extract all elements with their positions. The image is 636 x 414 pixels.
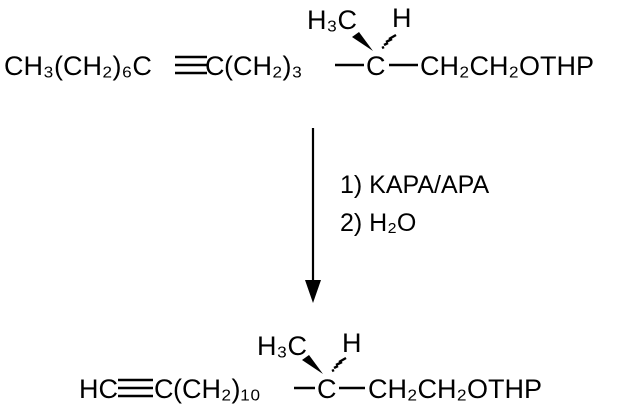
reactant-wedge-bond xyxy=(352,32,373,51)
reactant-right-chain: CH₂CH₂OTHP xyxy=(420,51,594,81)
reactant-left-chain: CH₃(CH₂)₆C xyxy=(4,51,152,81)
product-alkyne-carbon: C xyxy=(154,374,174,404)
product-triple-bond xyxy=(118,378,153,398)
reactant-alkyne-carbon: C xyxy=(205,51,225,81)
reactant-triple-bond xyxy=(175,55,207,75)
product-wedge-bond xyxy=(302,355,323,374)
product-molecule: HC C (CH₂)₁₀ C CH₂CH₂OTHP H₃C H xyxy=(79,328,542,404)
condition-step-2: 2) H₂O xyxy=(340,209,416,237)
product-terminal: HC xyxy=(79,374,118,404)
reaction-arrow xyxy=(305,128,321,303)
product-right-chain: CH₂CH₂OTHP xyxy=(368,374,542,404)
product-methyl-label: H₃C xyxy=(257,331,307,361)
reactant-methyl-label: H₃C xyxy=(307,5,357,35)
reactant-hydrogen-label: H xyxy=(392,3,412,33)
product-chain: (CH₂)₁₀ xyxy=(173,374,261,404)
reactant-hash-bond xyxy=(381,33,397,50)
product-hash-bond xyxy=(331,356,347,373)
product-stereocenter: C xyxy=(317,374,337,404)
reactant-stereocenter: C xyxy=(366,51,386,81)
condition-step-1: 1) KAPA/APA xyxy=(340,171,489,199)
reactant-molecule: CH₃(CH₂)₆C C (CH₂)₃ C CH₂CH₂OTHP H₃C H xyxy=(4,3,594,81)
reactant-chain-after-alkyne: (CH₂)₃ xyxy=(224,51,302,81)
product-hydrogen-label: H xyxy=(342,328,362,358)
